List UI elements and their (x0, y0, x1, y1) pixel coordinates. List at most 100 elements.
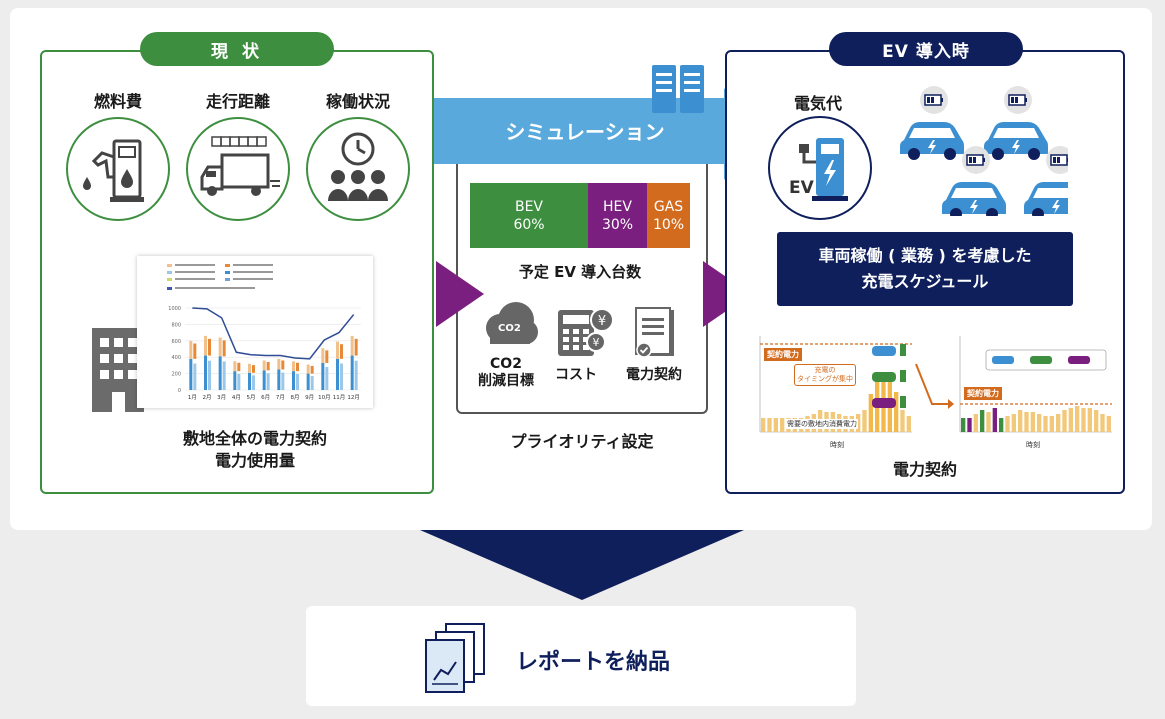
bar-5月 (252, 375, 255, 390)
bar-3月 (222, 361, 226, 390)
hourly-bar (862, 410, 867, 432)
ev-charger-icon (768, 116, 872, 220)
bar-5月 (248, 372, 251, 390)
schedule-line-2: 充電スケジュール (861, 272, 989, 291)
optimized-charging-chart: 契約電力 時刻 (946, 332, 1116, 452)
ev-power-contract-label: 電力契約 (892, 460, 957, 479)
planned-ev-count-label: 予定 EV 導入台数 (518, 263, 642, 281)
cost-label: コスト (555, 367, 597, 383)
bar-5月 (248, 363, 251, 373)
co2-line-1: CO2 (490, 356, 522, 372)
hourly-bar (992, 408, 997, 432)
hev-name: HEV (603, 198, 632, 215)
bar-7月 (277, 358, 281, 370)
ev-mark: EV (789, 178, 814, 198)
ev-adoption-title: EV 導入時 (829, 32, 1023, 66)
office-building-icon (90, 326, 146, 418)
report-documents-icon (424, 622, 488, 698)
x-tick-label: 9月 (305, 394, 314, 401)
gas-name: GAS (653, 198, 684, 215)
bar-10月 (325, 366, 329, 390)
contract-power-tag-left: 契約電力 (764, 348, 802, 361)
schedule-line-1: 車両稼働 ( 業務 ) を考慮した (818, 246, 1032, 265)
bev-pct: 60% (513, 216, 545, 233)
bar-4月 (237, 362, 241, 372)
bar-7月 (277, 369, 281, 390)
bar-2月 (204, 335, 207, 356)
gas-pct: 10% (652, 216, 685, 233)
bev-name: BEV (514, 198, 544, 215)
chart-legend (167, 264, 273, 290)
caption-line-1: 敷地全体の電力契約 (182, 429, 327, 448)
bev-segment: BEV 60% (470, 183, 588, 248)
bar-6月 (262, 370, 266, 390)
bar-9月 (310, 365, 314, 374)
bar-2月 (204, 355, 207, 390)
co2-cloud-icon (478, 298, 540, 354)
left-purple-arrow (436, 261, 484, 331)
x-tick-label: 5月 (247, 394, 256, 401)
calculator-icon: ¥ ¥ (556, 306, 614, 362)
x-tick-label: 2月 (203, 394, 212, 401)
co2-line-2: 削減目標 (478, 373, 534, 389)
bar-4月 (233, 371, 237, 390)
concentrated-charging-chart: 契約電力 充電の タイミングが集中 需要の敷地内消費電力 時刻 (734, 332, 916, 452)
callout-line-2: タイミングが集中 (797, 375, 853, 383)
bar-3月 (218, 337, 222, 357)
hourly-bar (761, 418, 766, 432)
ev-breakdown-bar: BEV 60% HEV 30% GAS 10% (470, 183, 690, 248)
x-tick-label: 6月 (261, 394, 270, 401)
hourly-bar (1024, 412, 1029, 432)
report-delivery-box (306, 606, 856, 706)
simulation-label: シミュレーション (505, 120, 665, 144)
co2-target-label: CO2 削減目標 (470, 356, 542, 390)
bar-5月 (252, 365, 255, 373)
hourly-bar (967, 418, 972, 432)
contract-power-line (192, 307, 355, 360)
hourly-bar (1094, 410, 1099, 432)
hourly-bar (1030, 412, 1035, 432)
bar-7月 (281, 360, 285, 370)
bar-4月 (233, 361, 237, 372)
charging-cars-illustration (898, 84, 1088, 220)
co2-cloud-text: CO2 (498, 323, 521, 334)
power-contract-priority-label: 電力契約 (626, 367, 682, 383)
hourly-bar (773, 418, 778, 432)
hourly-bar (1005, 416, 1010, 432)
hourly-bar (1106, 416, 1111, 432)
hourly-bar (1100, 414, 1105, 432)
contract-power-tag-right: 契約電力 (964, 387, 1002, 400)
hourly-bar (1049, 416, 1054, 432)
time-axis-label-left: 時刻 (830, 441, 844, 449)
people-clock-icon (306, 117, 410, 221)
bar-3月 (222, 340, 226, 357)
callout-line-1: 充電の (814, 366, 836, 374)
charging-callout: 充電の タイミングが集中 (794, 364, 856, 386)
truck-icon (186, 117, 290, 221)
bar-10月 (321, 362, 325, 390)
schedule-shift-arrow (914, 362, 954, 416)
bar-8月 (296, 373, 299, 390)
bar-9月 (306, 373, 310, 390)
y-tick-label: 200 (171, 372, 181, 378)
hourly-bar (999, 418, 1004, 432)
bar-12月 (354, 360, 358, 390)
hourly-bar (1075, 406, 1080, 432)
electricity-cost-label: 電気代 (793, 94, 842, 113)
bar-4月 (237, 373, 241, 390)
x-tick-label: 8月 (291, 394, 300, 401)
time-axis-label-right: 時刻 (1026, 441, 1040, 449)
contract-document-icon (632, 306, 678, 366)
hourly-bar (906, 416, 911, 432)
bar-1月 (189, 340, 193, 359)
bar-12月 (350, 335, 354, 356)
x-tick-label: 11月 (333, 394, 346, 401)
bar-1月 (189, 358, 193, 390)
hourly-bar (894, 392, 899, 432)
bar-12月 (354, 338, 358, 356)
stacked-cars-icon (868, 340, 910, 418)
hourly-bar (856, 414, 861, 432)
hourly-bar (1056, 414, 1061, 432)
y-tick-label: 1000 (168, 306, 181, 312)
